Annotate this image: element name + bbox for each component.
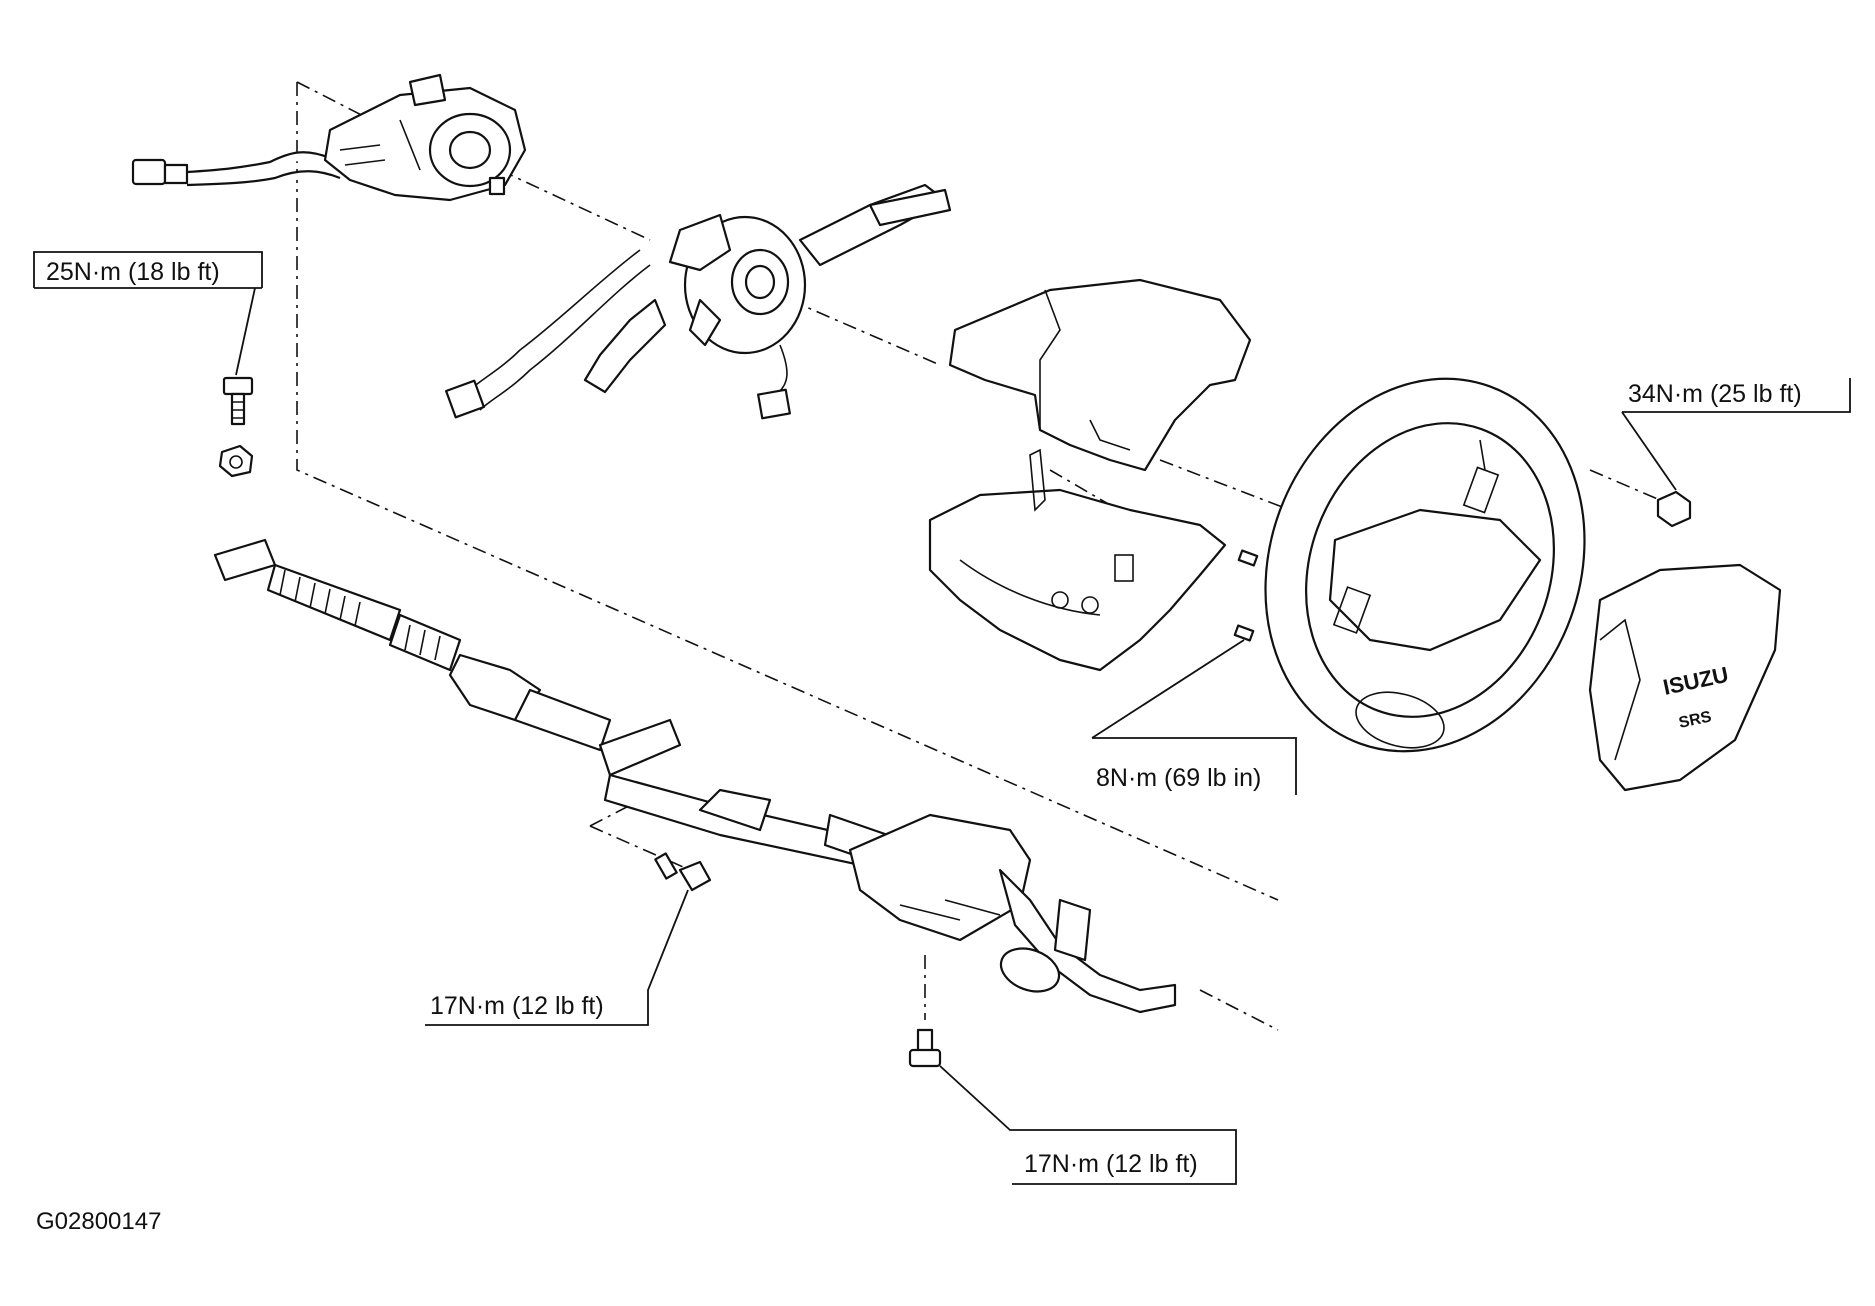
torque-label-wheel-nut: 34N·m (25 lb ft): [1628, 380, 1802, 408]
column-cover-upper: [948, 278, 1252, 472]
torque-label-column-bracket: 17N·m (12 lb ft): [430, 992, 604, 1020]
torque-label-upper-left: 25N·m (18 lb ft): [46, 258, 220, 286]
callout-column-bracket: 17N·m (12 lb ft): [425, 889, 689, 1026]
torque-label-column-lower: 17N·m (12 lb ft): [1024, 1150, 1198, 1178]
steering-wheel-nut: [1656, 490, 1692, 528]
combination-switch-housing: [323, 73, 527, 202]
airbag-logo: ISUZU SRS: [1661, 662, 1731, 732]
torque-label-wheel-bolts: 8N·m (69 lb in): [1096, 764, 1261, 792]
mounting-nut-upper: [218, 444, 254, 478]
figure-id: G02800147: [36, 1208, 161, 1235]
callout-wheel-nut: 34N·m (25 lb ft): [1621, 378, 1851, 491]
steering-column-shaft: [213, 538, 1177, 1014]
callout-wheel-bolts: 8N·m (69 lb in): [1091, 639, 1297, 795]
mounting-bolt-upper: [222, 376, 254, 426]
wiring-harness: [131, 151, 341, 187]
callout-upper-left: 25N·m (18 lb ft): [33, 251, 263, 376]
airbag-model-text: SRS: [1677, 708, 1713, 732]
wheel-mounting-bolts: [1233, 549, 1259, 642]
clock-spring-assembly: [445, 183, 952, 420]
airbag-module: ISUZU SRS: [1588, 563, 1782, 792]
callout-column-lower: 17N·m (12 lb ft): [939, 1065, 1237, 1185]
column-lower-bolt: [908, 1028, 942, 1068]
column-bracket-bolt: [654, 852, 712, 892]
column-cover-lower: [928, 448, 1227, 672]
steering-wheel: [1264, 377, 1586, 753]
